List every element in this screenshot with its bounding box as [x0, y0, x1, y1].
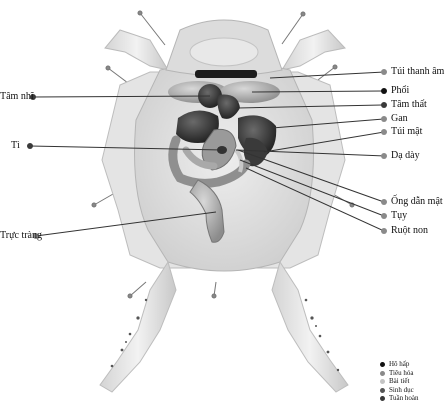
- legend-item: Sinh dục: [380, 386, 446, 395]
- label-stomach: Dạ dày: [391, 151, 420, 161]
- label-gallbladder: Túi mật: [391, 127, 422, 137]
- right-hind-leg: [272, 262, 348, 392]
- legend-label: Bài tiết: [389, 377, 409, 385]
- vocal-sac-opening: [195, 70, 257, 78]
- legend-label: Tiêu hóa: [389, 369, 413, 377]
- legend-label: Tuần hoàn: [389, 394, 419, 402]
- label-lung: Phổi: [391, 86, 409, 96]
- legend-swatch: [380, 379, 385, 384]
- legend-item: Bài tiết: [380, 377, 446, 386]
- label-atrium: Tâm nhĩ: [0, 92, 34, 102]
- label-liver: Gan: [391, 114, 408, 124]
- left-hind-leg: [100, 262, 176, 392]
- legend-swatch: [380, 388, 385, 393]
- label-pancreas: Tụy: [391, 211, 407, 221]
- legend-swatch: [380, 362, 385, 367]
- label-rectum: Trực tràng: [0, 231, 42, 241]
- legend-swatch: [380, 371, 385, 376]
- label-ventricle: Tâm thất: [391, 100, 427, 110]
- right-front-leg: [282, 30, 345, 70]
- label-vocal-sac: Túi thanh âm: [391, 67, 444, 77]
- legend-label: Hô hấp: [389, 360, 409, 368]
- label-spleen: Tì: [11, 141, 20, 151]
- mouth-floor: [190, 38, 258, 66]
- legend-item: Hô hấp: [380, 360, 446, 369]
- legend-item: Tuần hoàn: [380, 394, 446, 403]
- label-small-intestine: Ruột non: [391, 226, 428, 236]
- legend: Hô hấp Tiêu hóa Bài tiết Sinh dục Tuần h…: [380, 360, 446, 403]
- legend-label: Sinh dục: [389, 386, 414, 394]
- legend-item: Tiêu hóa: [380, 369, 446, 378]
- label-bile-duct: Ống dẫn mật: [391, 197, 443, 207]
- legend-swatch: [380, 396, 385, 401]
